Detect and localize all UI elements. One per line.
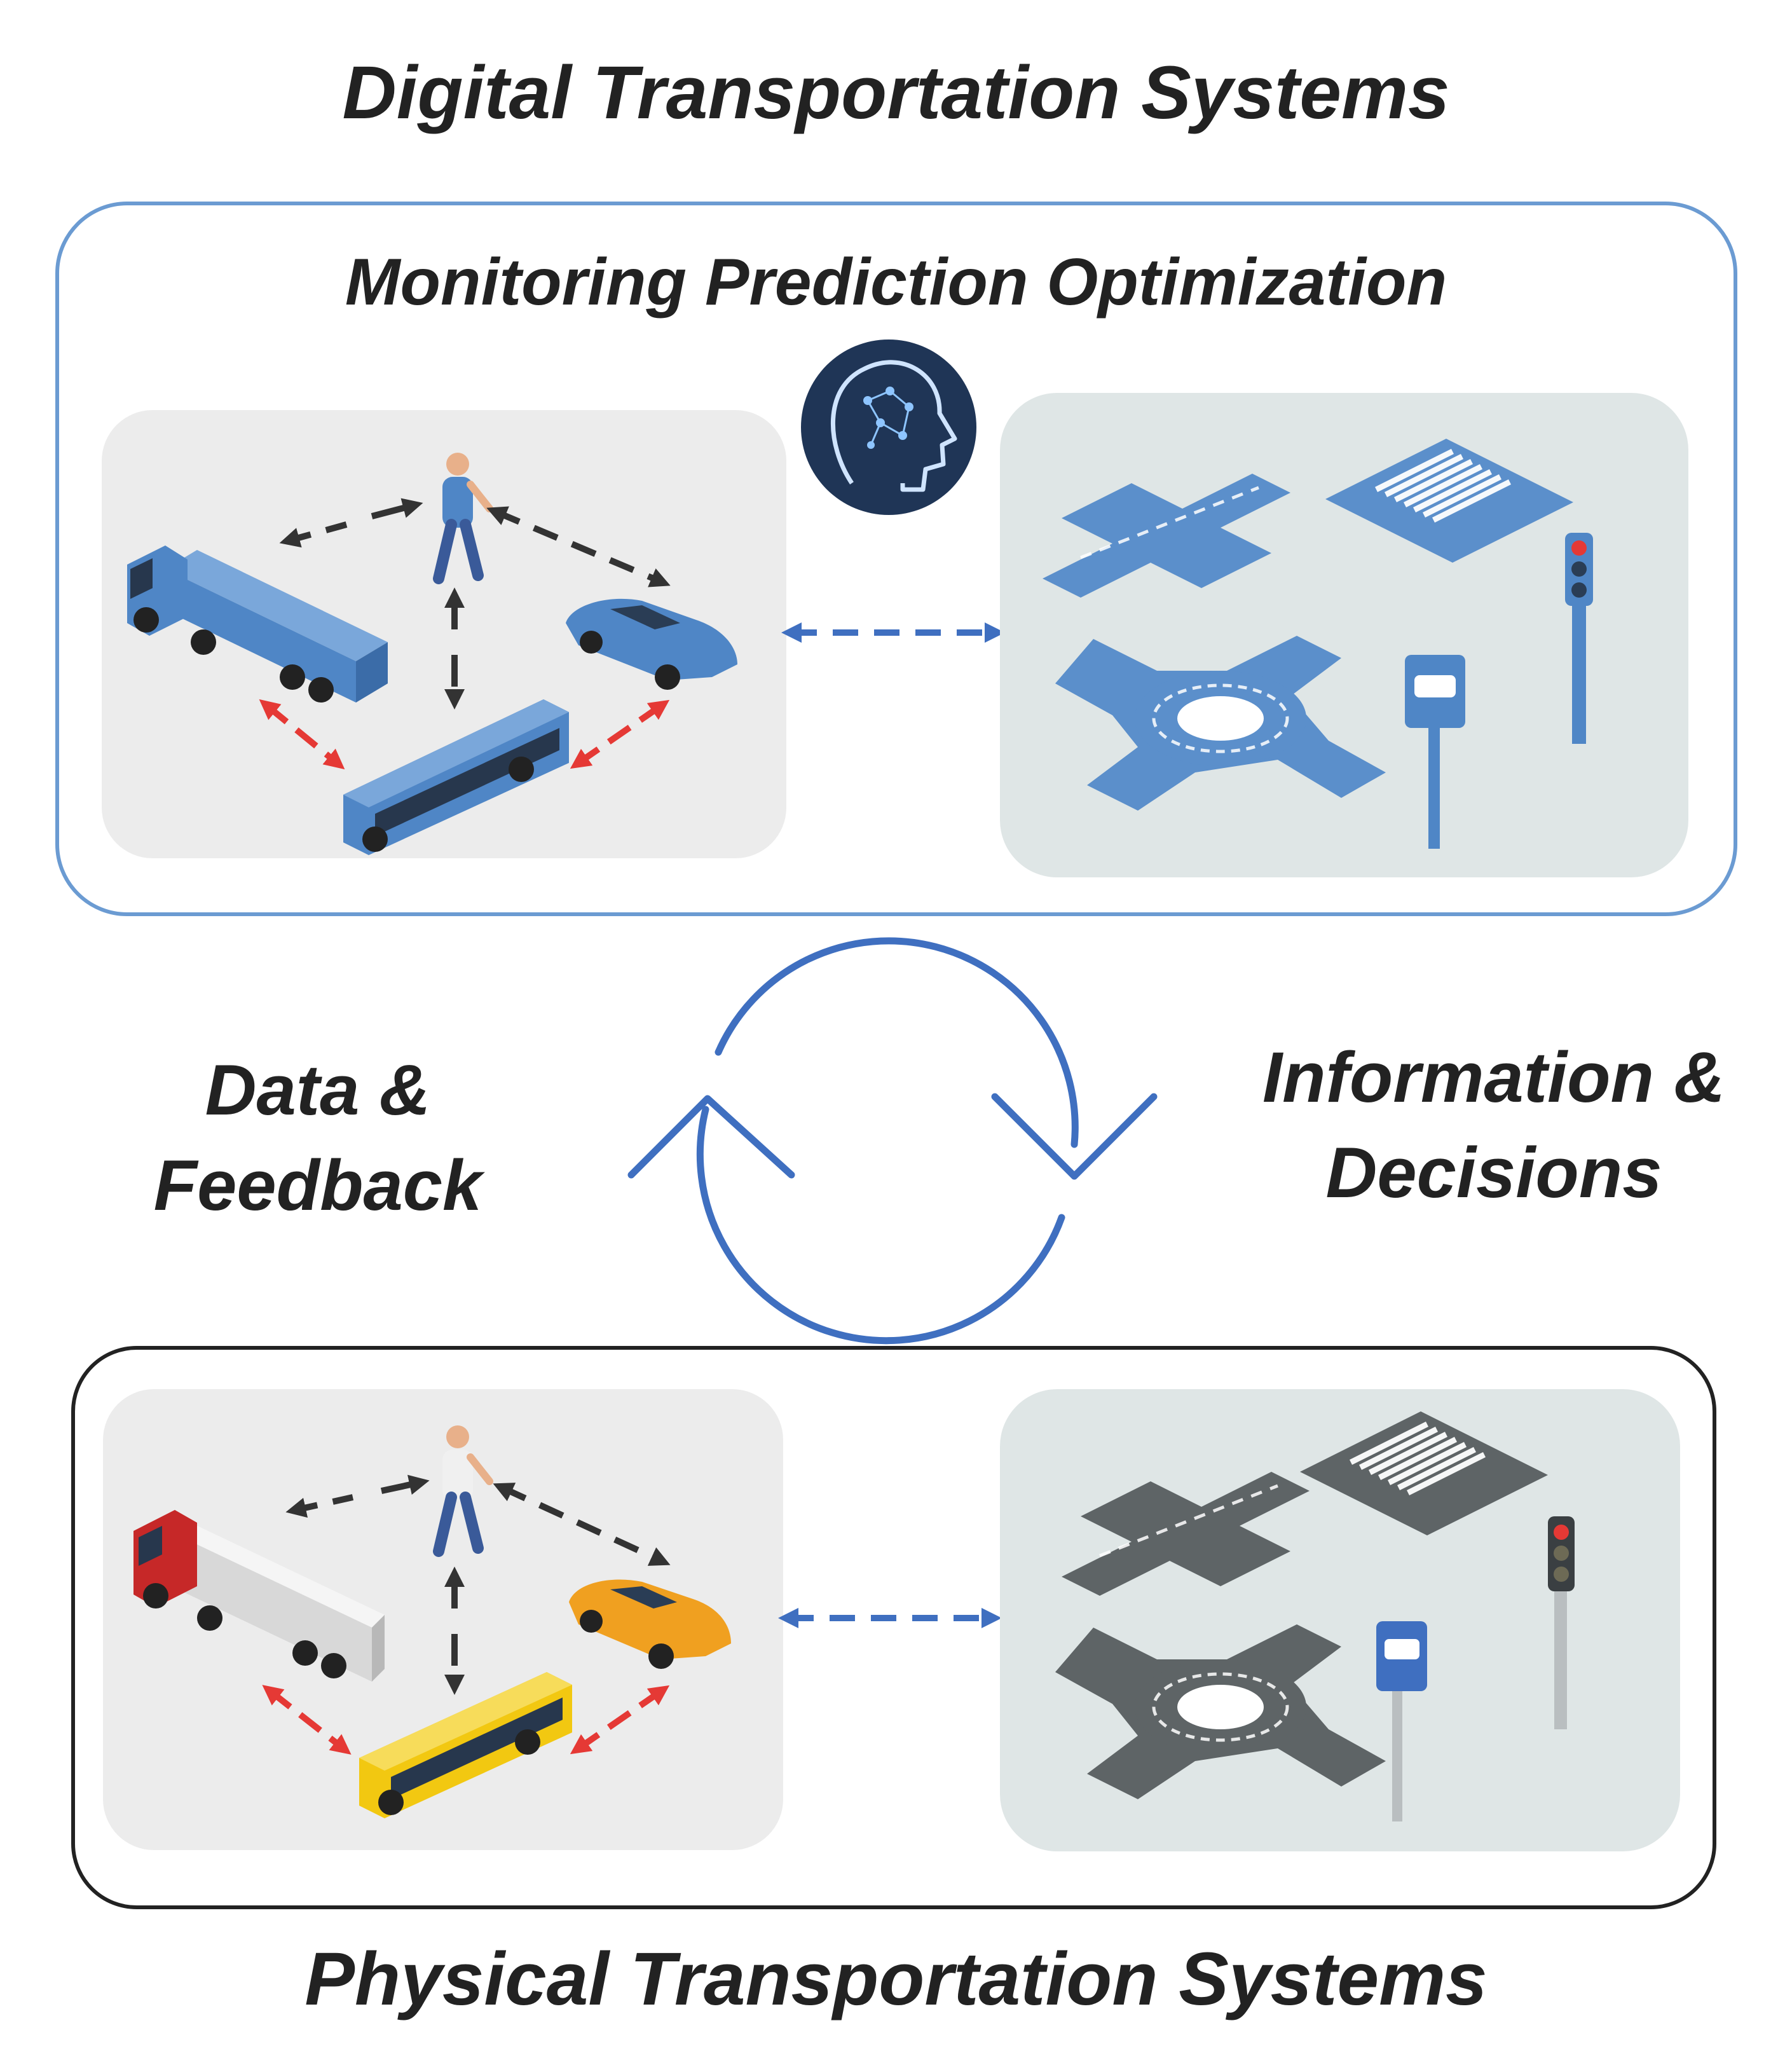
physical-truck	[133, 1510, 385, 1682]
physical-bus	[359, 1672, 572, 1818]
physical-traffic-light	[1548, 1516, 1575, 1729]
digital-truck	[127, 545, 388, 703]
physical-car	[569, 1579, 731, 1669]
ai-brain-icon	[801, 340, 976, 515]
cycle-arrowhead-right	[991, 1093, 1158, 1180]
cycle-arrow-bottom	[696, 1106, 1065, 1345]
digital-systems-title: Digital Transportation Systems	[342, 51, 1450, 135]
physical-bus-stop-sign	[1376, 1621, 1427, 1821]
data-feedback-line1: Data &	[205, 1050, 431, 1130]
cycle-arrow-top	[715, 937, 1079, 1148]
physical-conflict-arrows	[262, 1685, 670, 1755]
information-decisions-line2: Decisions	[1325, 1133, 1662, 1212]
digital-bus	[343, 699, 569, 855]
digital-conflict-arrows	[259, 699, 670, 770]
physical-system-box	[71, 1346, 1716, 1909]
data-feedback-label: Data & Feedback	[114, 1043, 521, 1233]
digital-interaction-arrows	[279, 498, 671, 710]
cycle-arrowhead-left	[627, 1095, 795, 1179]
monitoring-prediction-optimization-label: Monitoring Prediction Optimization	[345, 245, 1447, 319]
physical-interaction-arrows	[285, 1474, 671, 1696]
physical-systems-title: Physical Transportation Systems	[304, 1937, 1488, 2021]
digital-car	[566, 598, 737, 690]
information-decisions-line1: Information &	[1262, 1038, 1725, 1117]
digital-system-box	[55, 202, 1737, 916]
digital-bus-stop-sign	[1405, 655, 1465, 849]
information-decisions-label: Information & Decisions	[1221, 1030, 1767, 1221]
digital-traffic-light	[1565, 533, 1593, 744]
feedback-cycle-arrows	[627, 937, 1158, 1345]
data-feedback-line2: Feedback	[153, 1146, 482, 1225]
